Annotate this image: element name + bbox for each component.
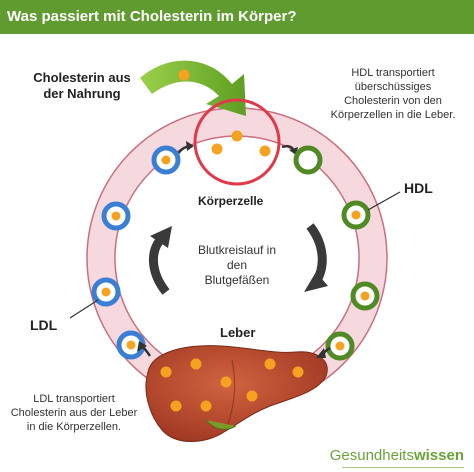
circulation-line: Blutgefäßen — [204, 273, 270, 287]
cholesterol-dot — [264, 358, 276, 370]
hdl-desc-line: Körperzellen in die Leber. — [330, 109, 456, 121]
ldl-particle — [91, 277, 121, 307]
circulation-label: Blutkreislauf in den Blutgefäßen — [182, 243, 292, 288]
circulation-arrowhead-icon — [304, 272, 328, 292]
circulation-arrow-icon — [148, 234, 170, 295]
hdl-particle — [350, 281, 380, 311]
transfer-arrowhead-icon — [316, 348, 326, 358]
ldl-desc-line: Cholesterin aus der Leber — [10, 407, 138, 419]
ldl-particle — [151, 145, 181, 175]
cholesterol-dot — [211, 143, 223, 155]
cholesterol-dot — [190, 358, 202, 370]
cholesterol-dot — [220, 376, 232, 388]
brand-logo: Gesundheitswissen — [330, 447, 464, 464]
cholesterol-dot — [231, 130, 243, 142]
green-arrow-icon — [140, 60, 246, 116]
brand-part1: Gesundheits — [329, 447, 414, 464]
cholesterol-dot — [160, 366, 172, 378]
cholesterol-dot — [259, 145, 271, 157]
cholesterol-dot — [170, 400, 182, 412]
hdl-desc-line: HDL transportiert — [351, 67, 435, 79]
ldl-desc-line: LDL transportiert — [33, 393, 115, 405]
hdl-desc-line: überschüssiges — [354, 81, 432, 93]
hdl-particle — [325, 331, 355, 361]
ldl-particle — [101, 201, 131, 231]
ldl-desc-line: in die Körperzellen. — [26, 421, 122, 433]
hdl-label: HDL — [404, 180, 433, 196]
brand-part2: wissen — [413, 447, 464, 464]
brand-underline — [342, 467, 464, 468]
hdl-desc-line: Cholesterin von den — [344, 95, 442, 107]
cholesterol-dot — [246, 390, 258, 402]
food-label-line1: Cholesterin aus — [33, 70, 131, 85]
food-label: Cholesterin aus der Nahrung — [20, 70, 144, 102]
hdl-description: HDL transportiert überschüssiges Cholest… — [318, 66, 468, 122]
cell-icon — [193, 98, 281, 186]
transfer-arrowhead-icon — [186, 141, 194, 151]
cholesterol-dot — [200, 400, 212, 412]
circulation-line: Blutkreislauf in — [197, 243, 277, 257]
header-bar: Was passiert mit Cholesterin im Körper? — [0, 0, 474, 34]
food-label-line2: der Nahrung — [43, 86, 121, 101]
hdl-particle — [293, 145, 323, 175]
ldl-pointer-line — [69, 299, 99, 319]
circulation-line: den — [226, 258, 248, 272]
liver-label: Leber — [220, 325, 256, 340]
transfer-arrowhead-icon — [137, 341, 147, 352]
liver-icon — [145, 345, 328, 442]
hdl-pointer-line — [367, 191, 401, 211]
cholesterol-dot — [292, 366, 304, 378]
body-cell-label: Körperzelle — [198, 194, 264, 208]
cholesterol-dot — [178, 69, 190, 81]
ldl-label: LDL — [30, 317, 58, 333]
page-title: Was passiert mit Cholesterin im Körper? — [7, 8, 297, 25]
circulation-arrowhead-icon — [150, 226, 172, 248]
hdl-particle — [341, 200, 371, 230]
ldl-description: LDL transportiert Cholesterin aus der Le… — [4, 392, 144, 434]
